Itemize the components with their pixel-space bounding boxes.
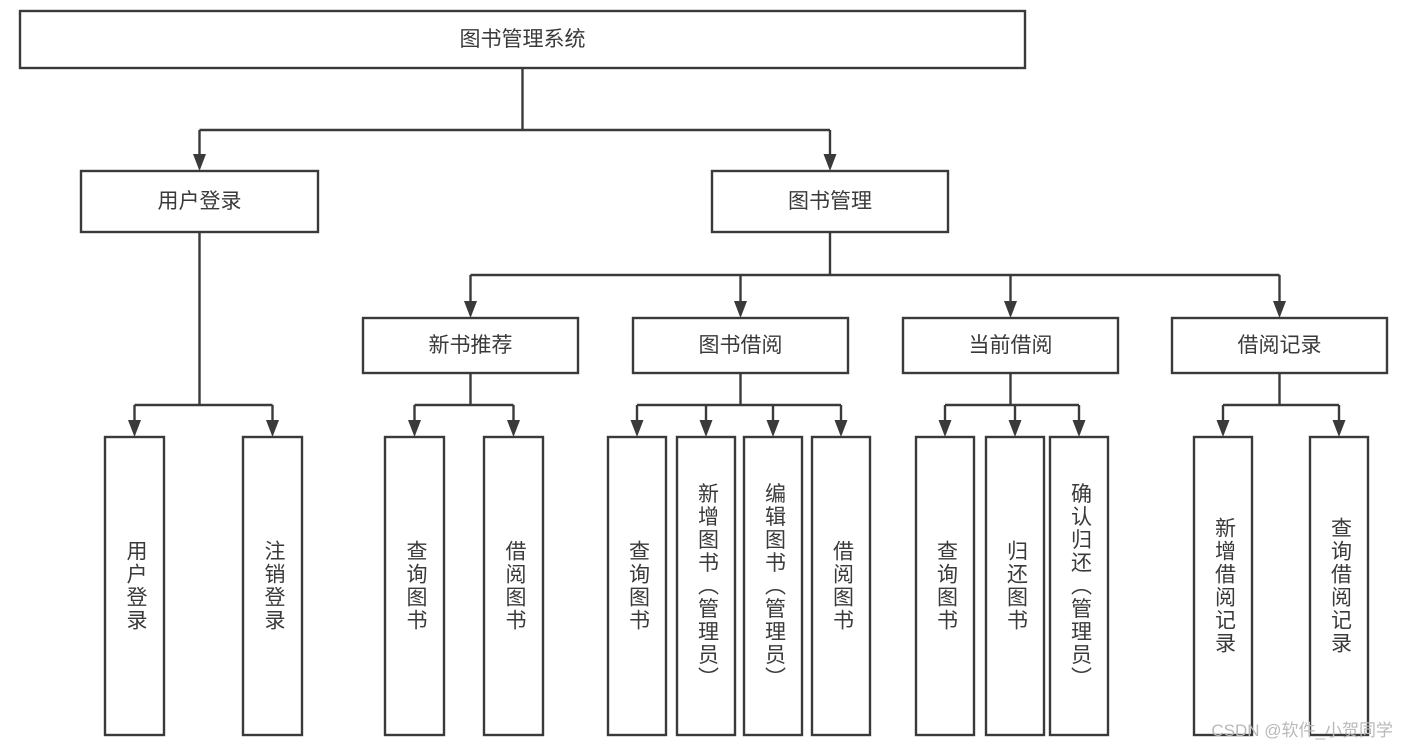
node-label: 确认归还（管理员） <box>1068 483 1092 690</box>
node-box[interactable] <box>1170 316 1389 375</box>
node-leaf-confirm-return[interactable]: 确认归还（管理员） <box>1048 435 1110 737</box>
connectors-layer <box>128 68 1346 437</box>
node-label: 借阅图书 <box>503 540 527 632</box>
arrow-head-icon <box>408 420 421 437</box>
connector-group-book-management <box>464 232 1286 318</box>
arrow-head-icon <box>1216 420 1230 437</box>
connector-group-borrow-record <box>1216 373 1346 437</box>
node-label: 用户登录 <box>124 540 148 632</box>
node-box[interactable] <box>742 435 804 737</box>
node-box[interactable] <box>79 169 320 234</box>
node-box[interactable] <box>810 435 872 737</box>
arrow-head-icon <box>938 420 952 437</box>
connector-group-user-login <box>128 232 279 437</box>
node-label: 查询图书 <box>934 540 958 632</box>
node-box[interactable] <box>361 316 580 375</box>
node-book-borrow[interactable]: 图书借阅 <box>631 316 850 375</box>
node-leaf-query-book-2[interactable]: 查询图书 <box>606 435 668 737</box>
node-leaf-add-book[interactable]: 新增图书（管理员） <box>675 435 737 737</box>
node-label: 新增借阅记录 <box>1212 517 1236 655</box>
node-label: 用户登录 <box>158 190 242 213</box>
node-box[interactable] <box>631 316 850 375</box>
node-box[interactable] <box>901 316 1120 375</box>
connector-group-root <box>193 68 837 171</box>
node-label: 借阅记录 <box>1238 334 1322 357</box>
node-new-book-recommend[interactable]: 新书推荐 <box>361 316 580 375</box>
node-leaf-logout-login[interactable]: 注销登录 <box>241 435 304 737</box>
node-box[interactable] <box>675 435 737 737</box>
arrow-head-icon <box>1008 420 1022 437</box>
arrow-head-icon <box>630 420 644 437</box>
node-leaf-edit-book[interactable]: 编辑图书（管理员） <box>742 435 804 737</box>
node-leaf-borrow-book-2[interactable]: 借阅图书 <box>810 435 872 737</box>
connector-group-current-borrow <box>938 373 1086 437</box>
node-leaf-user-login[interactable]: 用户登录 <box>103 435 166 737</box>
node-label: 查询图书 <box>626 540 650 632</box>
node-label: 归还图书 <box>1004 540 1028 632</box>
arrow-head-icon <box>699 420 713 437</box>
node-box[interactable] <box>1192 435 1254 737</box>
node-label: 新增图书（管理员） <box>695 483 719 690</box>
node-label: 借阅图书 <box>830 540 854 632</box>
node-box[interactable] <box>482 435 545 737</box>
arrow-head-icon <box>1332 420 1346 437</box>
node-label: 新书推荐 <box>429 334 513 357</box>
arrow-head-icon <box>834 420 848 437</box>
node-user-login[interactable]: 用户登录 <box>79 169 320 234</box>
node-box[interactable] <box>241 435 304 737</box>
node-box[interactable] <box>914 435 976 737</box>
node-book-management[interactable]: 图书管理 <box>710 169 950 234</box>
node-leaf-query-book-1[interactable]: 查询图书 <box>383 435 446 737</box>
node-box[interactable] <box>383 435 446 737</box>
connector-group-new-book-recommend <box>408 373 520 437</box>
connector-group-book-borrow <box>630 373 848 437</box>
arrow-head-icon <box>266 420 279 437</box>
arrow-head-icon <box>823 154 837 171</box>
nodes-layer: 图书管理系统用户登录图书管理新书推荐图书借阅当前借阅借阅记录用户登录注销登录查询… <box>18 9 1389 737</box>
node-box[interactable] <box>1308 435 1370 737</box>
arrow-head-icon <box>193 154 206 171</box>
node-leaf-borrow-book-1[interactable]: 借阅图书 <box>482 435 545 737</box>
node-leaf-add-borrow-record[interactable]: 新增借阅记录 <box>1192 435 1254 737</box>
node-box[interactable] <box>1048 435 1110 737</box>
arrow-head-icon <box>1273 301 1286 318</box>
watermark-text: CSDN @软件_小贺同学 <box>1211 721 1393 740</box>
arrow-head-icon <box>464 301 477 318</box>
node-leaf-query-book-3[interactable]: 查询图书 <box>914 435 976 737</box>
node-box[interactable] <box>18 9 1027 70</box>
node-leaf-return-book[interactable]: 归还图书 <box>984 435 1046 737</box>
node-label: 查询图书 <box>404 540 428 632</box>
node-box[interactable] <box>984 435 1046 737</box>
arrow-head-icon <box>507 420 520 437</box>
node-borrow-record[interactable]: 借阅记录 <box>1170 316 1389 375</box>
node-box[interactable] <box>103 435 166 737</box>
node-box[interactable] <box>710 169 950 234</box>
arrow-head-icon <box>1004 301 1017 318</box>
arrow-head-icon <box>1072 420 1086 437</box>
node-label: 编辑图书（管理员） <box>762 483 786 690</box>
node-box[interactable] <box>606 435 668 737</box>
node-root[interactable]: 图书管理系统 <box>18 9 1027 70</box>
node-label: 查询借阅记录 <box>1328 517 1352 655</box>
node-label: 图书管理 <box>788 190 872 213</box>
node-label: 注销登录 <box>262 540 286 632</box>
arrow-head-icon <box>128 420 141 437</box>
node-label: 图书借阅 <box>699 334 783 357</box>
node-label: 图书管理系统 <box>460 28 586 51</box>
node-leaf-query-borrow-record[interactable]: 查询借阅记录 <box>1308 435 1370 737</box>
node-current-borrow[interactable]: 当前借阅 <box>901 316 1120 375</box>
arrow-head-icon <box>734 301 747 318</box>
node-label: 当前借阅 <box>969 334 1053 357</box>
arrow-head-icon <box>766 420 780 437</box>
